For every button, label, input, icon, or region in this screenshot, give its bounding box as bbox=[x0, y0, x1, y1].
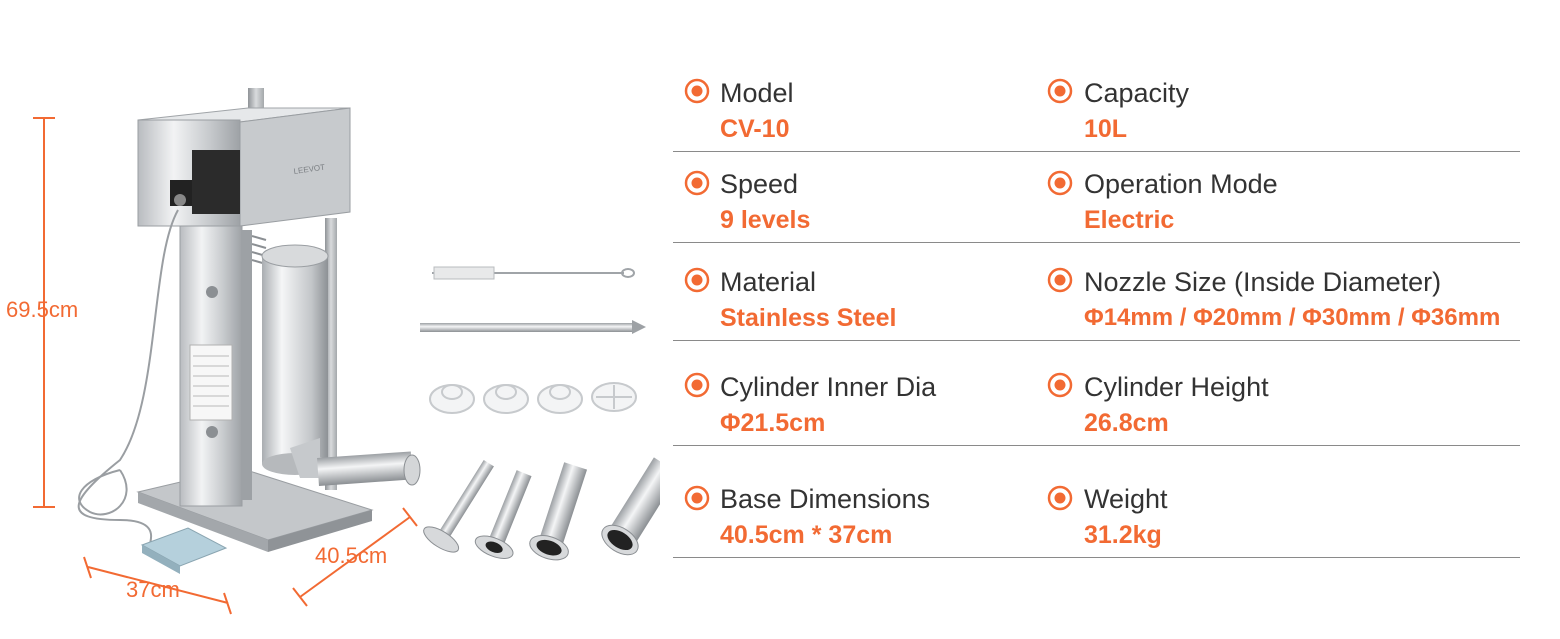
spec-label-weight: Weight bbox=[1084, 484, 1168, 514]
bullet-icon bbox=[684, 78, 710, 104]
spec-value-weight: 31.2kg bbox=[1084, 521, 1162, 549]
height-dimension-label: 69.5cm bbox=[6, 297, 79, 322]
depth-dimension-label: 40.5cm bbox=[315, 543, 388, 568]
power-cord bbox=[77, 209, 179, 546]
spec-value-cylinder-inner-dia: Φ21.5cm bbox=[720, 409, 826, 437]
bullet-icon bbox=[684, 485, 710, 511]
bullet-icon bbox=[1047, 170, 1073, 196]
bullet-icon bbox=[1047, 267, 1073, 293]
stuffing-tubes bbox=[423, 457, 660, 561]
spec-label-cylinder-inner-dia: Cylinder Inner Dia bbox=[720, 372, 937, 402]
bullet-icon bbox=[1047, 78, 1073, 104]
height-dimension-line bbox=[33, 117, 55, 508]
spec-value-base-dimensions: 40.5cm * 37cm bbox=[720, 521, 893, 549]
spec-label-material: Material bbox=[720, 267, 817, 297]
spec-label-speed: Speed bbox=[720, 169, 799, 199]
brand-logo: LEEVOT bbox=[293, 163, 326, 176]
foot-pedal bbox=[140, 527, 228, 574]
spec-value-model: CV-10 bbox=[720, 115, 790, 143]
spec-label-base-dimensions: Base Dimensions bbox=[720, 484, 931, 514]
cylinder bbox=[261, 244, 329, 475]
depth-dimension-line bbox=[292, 507, 418, 607]
spec-label-model: Model bbox=[720, 78, 794, 108]
bullet-icon bbox=[1047, 485, 1073, 511]
bullet-icon bbox=[684, 170, 710, 196]
row-divider bbox=[673, 445, 1520, 446]
row-divider bbox=[673, 557, 1520, 558]
spec-value-nozzle-size: Φ14mm / Φ20mm / Φ30mm / Φ36mm bbox=[1084, 304, 1501, 331]
bullet-icon bbox=[684, 372, 710, 398]
spec-label-operation-mode: Operation Mode bbox=[1084, 169, 1278, 199]
motor-housing: LEEVOT bbox=[137, 88, 351, 227]
spec-label-cylinder-height: Cylinder Height bbox=[1084, 372, 1269, 402]
product-illustration: LEEVOT bbox=[33, 88, 660, 615]
cleaning-brush bbox=[432, 266, 635, 280]
row-divider bbox=[673, 340, 1520, 341]
spec-value-operation-mode: Electric bbox=[1084, 206, 1175, 234]
width-dimension-line bbox=[83, 556, 232, 615]
spec-value-cylinder-height: 26.8cm bbox=[1084, 409, 1169, 437]
spec-value-speed: 9 levels bbox=[720, 206, 811, 234]
spec-label-capacity: Capacity bbox=[1084, 78, 1190, 108]
row-divider bbox=[673, 242, 1520, 243]
width-dimension-label: 37cm bbox=[126, 577, 180, 602]
spec-label-nozzle-size: Nozzle Size (Inside Diameter) bbox=[1084, 267, 1442, 297]
spec-value-material: Stainless Steel bbox=[720, 304, 897, 332]
push-rod bbox=[420, 320, 646, 334]
row-divider bbox=[673, 151, 1520, 152]
outlet-nozzle bbox=[290, 438, 421, 486]
spec-value-capacity: 10L bbox=[1084, 115, 1128, 143]
bullet-icon bbox=[684, 267, 710, 293]
bullet-icon bbox=[1047, 372, 1073, 398]
seals bbox=[429, 382, 637, 414]
